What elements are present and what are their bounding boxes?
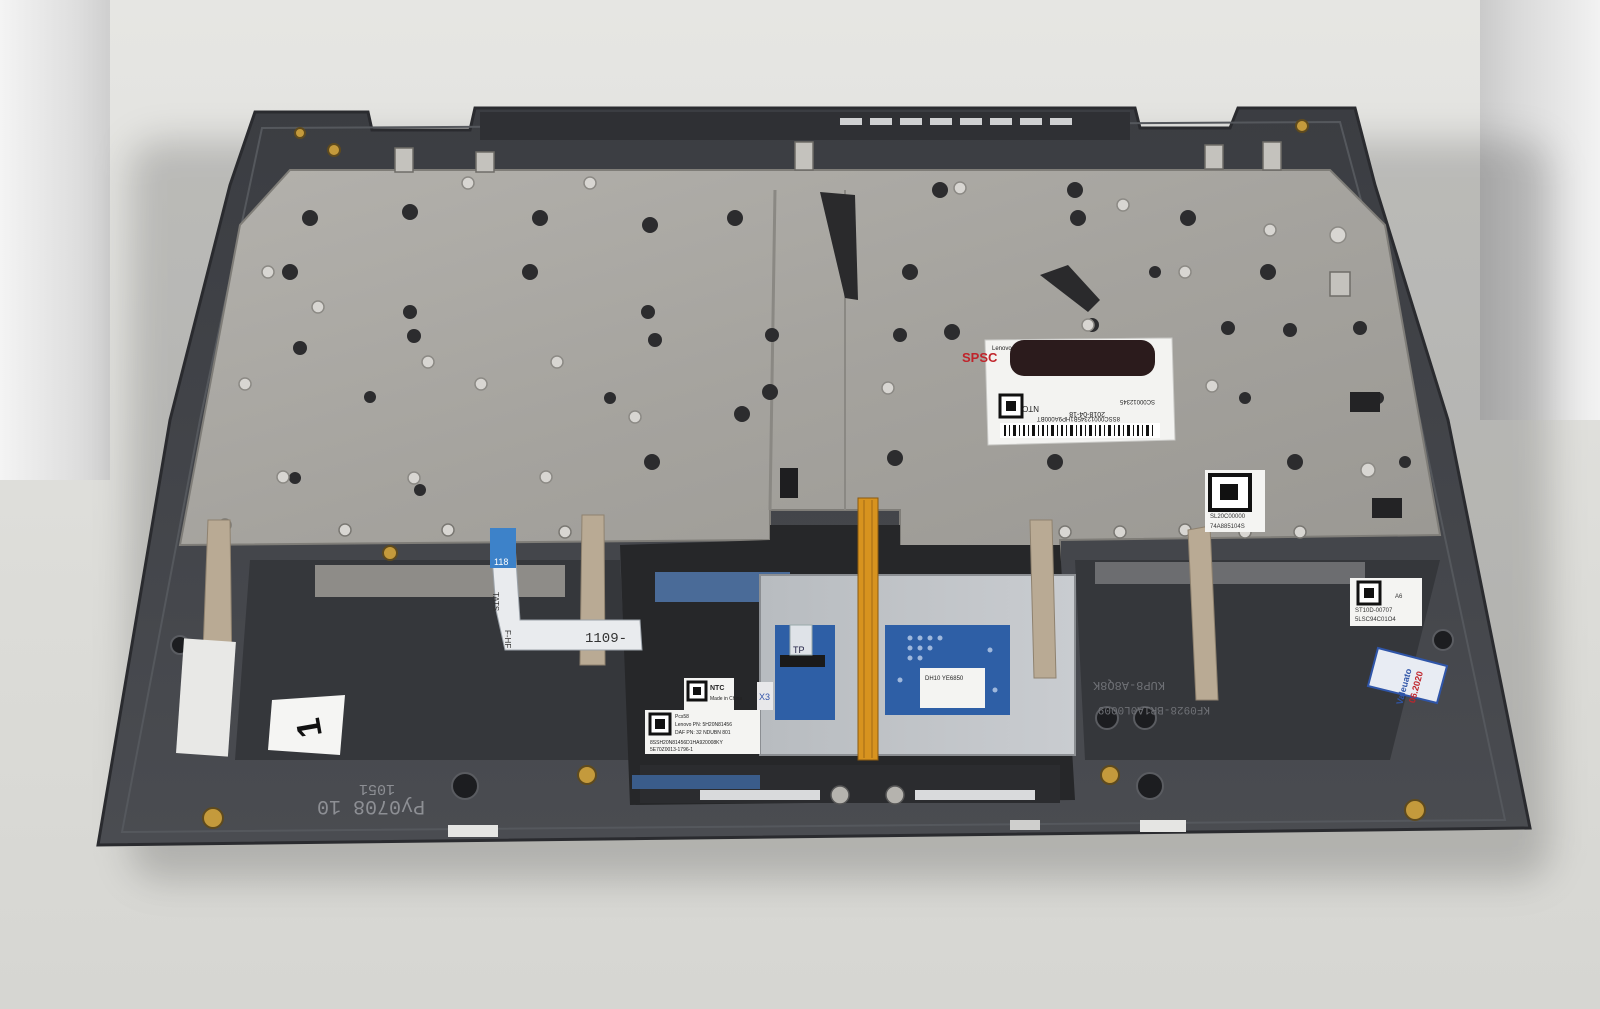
plate-seam: [768, 189, 777, 511]
x3-sticker: [757, 682, 773, 710]
plate-slot-right: [1040, 265, 1100, 312]
blue-connector: [632, 775, 760, 789]
bottom-tab-center: [1010, 820, 1040, 830]
cable-tats: TATS: [491, 592, 500, 611]
plate-slot-left: [820, 192, 858, 300]
number-sticker: [268, 695, 345, 755]
mold-right-2: KF0928-BR1A0L0009: [1098, 703, 1210, 715]
background-wall-left: [0, 0, 110, 480]
plate-clip-dark-2: [1350, 392, 1380, 412]
plate-rivets: [238, 176, 1376, 485]
lenovo-pn: Lenovo PN: 5H20N81456: [675, 722, 732, 728]
white-tape-left: [176, 638, 236, 757]
right-bracket: [1095, 562, 1365, 584]
plate-holes: [282, 182, 1411, 514]
palmrest-inner-rim: [120, 120, 1507, 834]
bottom-tab-left: [448, 825, 498, 837]
tp-label: TP: [793, 645, 805, 655]
palm-right-recess: [1075, 560, 1440, 760]
daf-pn: DAF PN: 32 NDUBN 801: [675, 730, 731, 736]
vent-slots: [840, 118, 1072, 125]
inspection-stamp: [1366, 646, 1449, 705]
screw-2: [885, 785, 905, 805]
mold-code-1: 1051: [359, 780, 395, 797]
background-wall-right: [1480, 0, 1600, 420]
chip-label: [920, 668, 985, 708]
white-connector-2: [915, 790, 1035, 800]
lenovo-top: Lenovo: [992, 346, 1012, 352]
screw-1: [830, 785, 850, 805]
serial-right: 74A885104S: [1210, 524, 1245, 530]
plate-clip-dark-1: [780, 468, 798, 498]
right-label-1: ST10D-00707: [1355, 608, 1393, 614]
tp-connector: [780, 655, 825, 667]
white-connector-1: [700, 790, 820, 800]
lot-line: 5E70Z0013-1796-1: [650, 747, 693, 753]
part-small: SC00012345: [1119, 398, 1155, 404]
made-in: Made in China: [710, 696, 742, 702]
date-code: 2018-04-18: [1069, 410, 1105, 417]
sticker-x: X3: [759, 692, 770, 702]
pcsb-text: Pcs58: [675, 714, 689, 720]
ntc-bottom: NTC: [710, 685, 724, 692]
plate-clip-dark-3: [1372, 498, 1402, 518]
tp-cable: [789, 624, 813, 656]
fru-code: SL20C00000: [1210, 514, 1246, 520]
left-bracket: [315, 565, 565, 597]
ribbon-blue-tip: [490, 528, 516, 568]
ntc-main: NTC: [1022, 404, 1039, 413]
pcb-dots: [897, 635, 998, 693]
plate-brackets: [394, 141, 1351, 297]
spsc-redact: [1010, 340, 1155, 376]
right-label-3: A6: [1395, 594, 1403, 600]
cable-ff: F-HF: [503, 630, 512, 648]
top-vent-strip: [480, 112, 1130, 140]
bottom-tab-right: [1140, 820, 1186, 832]
mold-right: KUP8-A8Q8K: [1092, 678, 1165, 692]
brass-standoffs: [202, 119, 1426, 829]
sn-line: 8SSH20N81456D1HA920008KY: [650, 740, 723, 746]
spsc-label: SPSC: [962, 350, 998, 365]
barcode-main-text: 8SSC00012345B1HP9A000BT: [1037, 415, 1120, 421]
main-barcode-bars: [1004, 425, 1153, 436]
mold-code-2: Py0708 10: [317, 794, 425, 817]
chip-label-text: DH10 YE6850: [925, 676, 964, 682]
cable-1109: 1109-: [585, 631, 627, 647]
cable-118: 118: [494, 557, 508, 567]
flex-cable: [857, 497, 879, 761]
right-label-2: 5LSC94C01O4: [1355, 617, 1396, 623]
